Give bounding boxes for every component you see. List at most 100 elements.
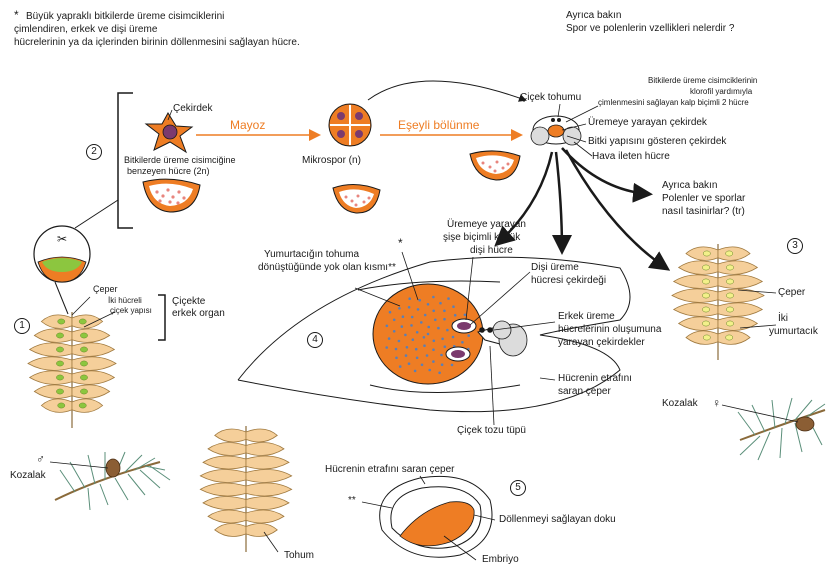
cell-dot	[447, 297, 450, 300]
cone-spot	[726, 278, 734, 285]
male-cone-small	[105, 458, 121, 478]
cell-dot	[432, 339, 436, 343]
cone-scale	[245, 455, 290, 470]
cell-dot	[426, 303, 430, 306]
label-note-2: klorofil yardımıyla	[690, 87, 753, 96]
pine-branch-female	[737, 397, 826, 461]
cell-dot	[415, 356, 419, 360]
cell-dot	[452, 305, 455, 309]
cone-spot	[80, 360, 88, 367]
label-mitosis: Eşeyli bölünme	[398, 118, 480, 132]
cone-spot	[57, 402, 66, 409]
cone-scale	[71, 370, 116, 385]
female-cone-small	[795, 416, 815, 432]
see-also-pollen-3[interactable]: nasıl tasinirlar? (tr)	[662, 206, 745, 217]
cell-dot	[420, 363, 424, 367]
cone-scale	[685, 246, 719, 261]
cone-scale	[28, 342, 73, 357]
cone-scale	[672, 302, 719, 317]
cell-dot	[432, 309, 436, 313]
cell-dot	[398, 307, 401, 310]
cone-scale	[33, 384, 73, 399]
cell-dot	[392, 318, 396, 322]
cell-dot	[446, 328, 449, 332]
cone-scale	[207, 509, 247, 524]
cell-dot	[451, 335, 455, 339]
cone-spot	[702, 292, 710, 299]
label-archegonium-2: şişe biçimli küçük	[443, 232, 521, 243]
cone-spot	[80, 388, 88, 395]
cone-spot	[80, 332, 88, 339]
cell-dot	[432, 348, 435, 352]
cell-dot	[385, 346, 389, 349]
see-also-top-line1[interactable]: Ayrıca bakın	[566, 10, 622, 21]
label-veg-nucleus: Bitki yapısını gösteren çekirdek	[588, 136, 727, 147]
cell-dot	[407, 306, 411, 309]
cone-spot	[78, 402, 87, 409]
label-sperm-3: yarayan çekirdekler	[558, 337, 645, 348]
footnote-star: *	[14, 8, 19, 22]
cell-dot	[423, 313, 427, 317]
cone-scale	[245, 523, 278, 537]
cell-dot	[404, 333, 407, 337]
see-also-pollen-2[interactable]: Polenler ve sporlar	[662, 193, 746, 204]
see-also-top-line2[interactable]: Spor ve polenlerin vzellikleri nelerdir …	[566, 23, 735, 34]
connector-bracket-to-magnifier	[74, 199, 119, 229]
label-egg-nucleus-1: Dişi üreme	[531, 262, 579, 273]
label-ovules-2: yumurtacık	[769, 326, 818, 337]
label-air-cell: Hava ileten hücre	[592, 151, 670, 162]
see-also-pollen-1[interactable]: Ayrıca bakın	[662, 180, 718, 191]
cone-spot	[726, 306, 734, 313]
cone-scale	[71, 356, 117, 371]
seed-star2: **	[348, 495, 356, 506]
magnifier-detail: ✂	[33, 225, 91, 283]
cone-spot	[726, 292, 734, 299]
ovule-leaders	[354, 251, 556, 426]
cone-scale	[677, 260, 719, 275]
label-male-kozalak: Kozalak	[10, 470, 46, 481]
cone-scale	[245, 509, 285, 524]
label-pollen-tube: Çiçek tozu tüpü	[457, 425, 526, 436]
cell-dot	[410, 315, 414, 319]
ovule	[237, 256, 631, 413]
cone-scale	[40, 314, 73, 329]
cone-scale	[672, 274, 719, 289]
cone-scale	[245, 469, 293, 483]
bracket-step2	[117, 92, 133, 229]
cell-dot	[443, 345, 447, 349]
label-note-3: çimlenmesini sağlayan kalp biçimli 2 hüc…	[598, 98, 749, 107]
seed-cone	[199, 426, 293, 552]
sperm-nucleus-2	[487, 327, 493, 333]
cone-scale	[245, 482, 293, 497]
label-spore-mother-1: Bitkilerde üreme cisimciğine	[124, 155, 236, 165]
cone-scale	[71, 328, 111, 343]
cell-dot	[397, 339, 401, 343]
cell-dot	[440, 363, 444, 367]
label-ovules-1: İki	[778, 313, 788, 324]
label-tissue: Döllenmeyi sağlayan doku	[499, 514, 616, 525]
female-symbol: ♀	[712, 396, 721, 410]
label-sperm-2: hücrelerinin oluşumuna	[558, 324, 662, 335]
label-archegonium-1: Üremeye yarayan	[447, 219, 526, 230]
label-integument-1: Hücrenin etrafını	[558, 373, 632, 384]
step-number-4: 4	[307, 332, 323, 348]
pine-branch-male	[54, 451, 171, 511]
cone-spot	[702, 278, 710, 285]
cell-dot	[415, 331, 419, 334]
cone-scale	[245, 428, 278, 443]
cone-spot	[56, 388, 64, 395]
cone-scale	[245, 442, 285, 456]
cone-scale	[245, 496, 290, 510]
label-integument-2: saran çeper	[558, 386, 611, 397]
label-seed-coat: Hücrenin etrafını saran çeper	[325, 464, 455, 475]
cell-dot	[453, 313, 457, 317]
cone-scale	[685, 330, 719, 345]
cell-dot	[414, 347, 418, 351]
male-cone	[27, 312, 117, 428]
cone-spot	[702, 334, 711, 341]
cell-dot	[398, 365, 402, 368]
cell-dot	[443, 309, 446, 313]
cone-spot	[80, 374, 88, 381]
step-number-2: 2	[86, 144, 102, 160]
